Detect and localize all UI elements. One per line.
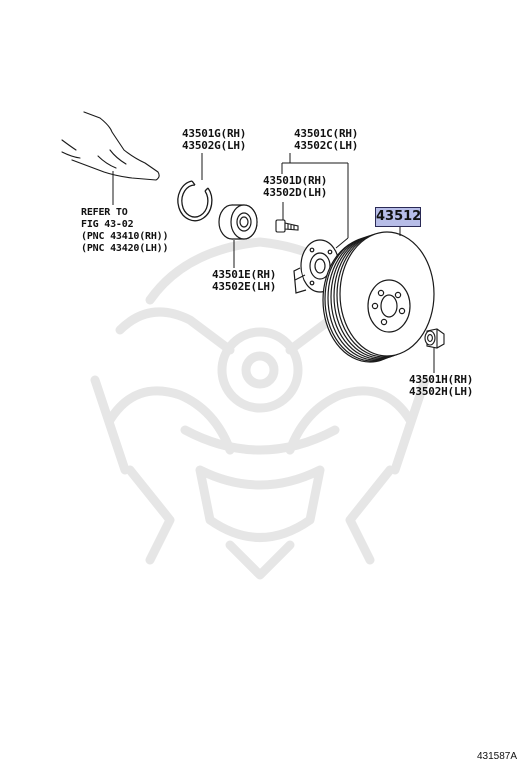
pnc-lh-label: (PNC 43420(LH)) (81, 243, 169, 254)
disc-part-number-highlight[interactable]: 43512 (375, 207, 421, 227)
bearing-lh-label: 43502E(LH) (212, 280, 277, 293)
hub-nut-icon (424, 328, 445, 349)
brake-disc-icon (322, 231, 435, 363)
hand-pointer-icon (61, 111, 160, 181)
bearing-rh-label: 43501E(RH) (212, 268, 277, 281)
snap-ring-icon (177, 180, 213, 222)
hub-assembly-lh-label: 43502C(LH) (294, 139, 359, 152)
pnc-rh-label: (PNC 43410(RH)) (81, 231, 169, 242)
hub-bolt-lh-label: 43502D(LH) (263, 186, 328, 199)
illustration-code: 431587A (476, 751, 517, 762)
watermark-emblem (90, 237, 430, 580)
figure-reference-label: FIG 43-02 (81, 219, 134, 230)
hub-bolt-icon (275, 219, 299, 233)
hub-nut-lh-label: 43502H(LH) (409, 385, 474, 398)
snap-ring-lh-label: 43502G(LH) (182, 139, 247, 152)
bearing-icon (218, 204, 258, 240)
hub-nut-rh-label: 43501H(RH) (409, 373, 474, 386)
hub-bolt-rh-label: 43501D(RH) (263, 174, 328, 187)
refer-to-label: REFER TO (81, 207, 128, 218)
hub-assembly-rh-label: 43501C(RH) (294, 127, 359, 140)
snap-ring-rh-label: 43501G(RH) (182, 127, 247, 140)
